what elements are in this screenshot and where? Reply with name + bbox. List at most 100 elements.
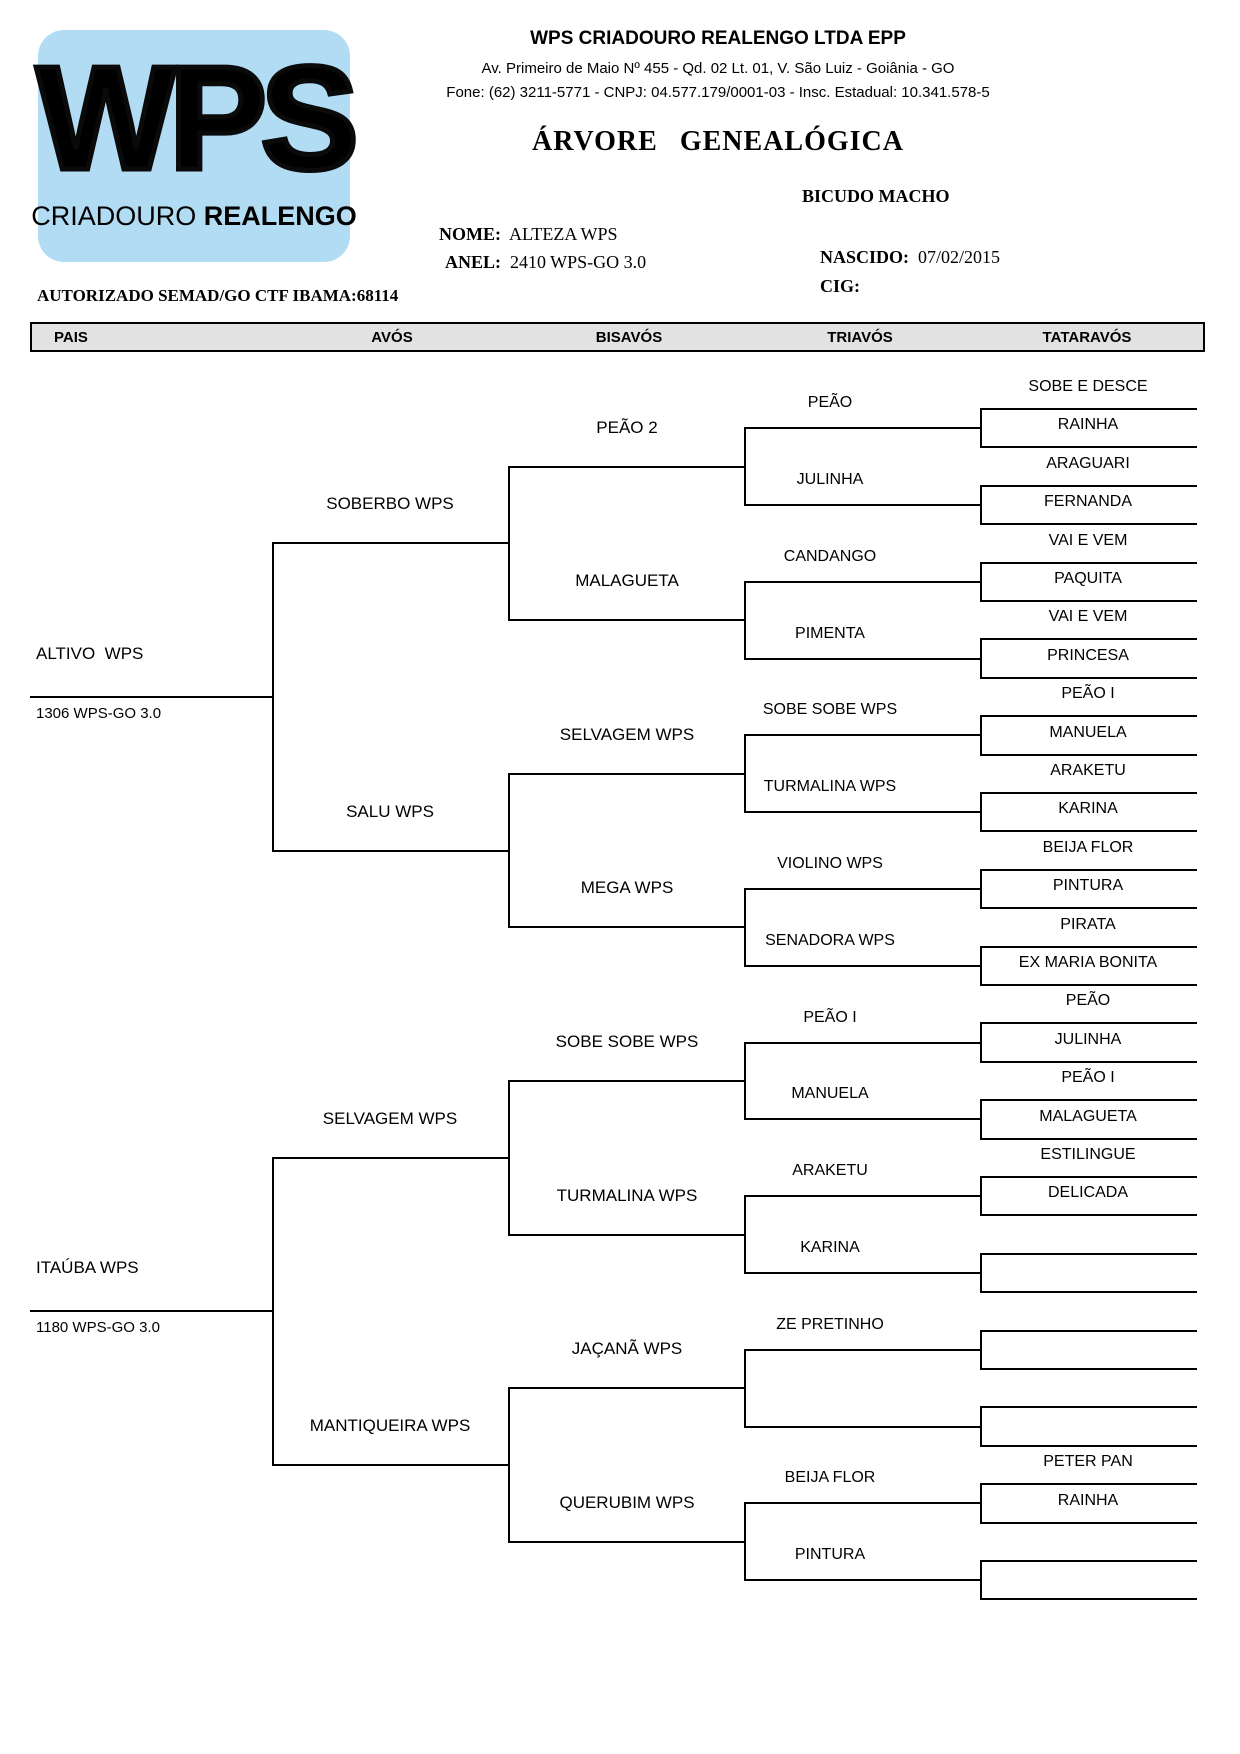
pedigree-bracket-line: [744, 1348, 746, 1428]
pedigree-name: SENADORA WPS: [765, 931, 895, 949]
pedigree-shelf-line: [508, 1080, 744, 1082]
pedigree-shelf-line: [744, 888, 980, 890]
pedigree-bracket-line: [980, 868, 982, 910]
company-contact: Fone: (62) 3211-5771 - CNPJ: 04.577.179/…: [446, 84, 990, 101]
pedigree-name: PIRATA: [1060, 915, 1116, 933]
pedigree-shelf-line: [980, 907, 1197, 910]
pedigree-shelf-line: [980, 715, 1197, 718]
pedigree-name: JULINHA: [1054, 1030, 1122, 1048]
pedigree-shelf-line: [744, 1425, 980, 1428]
pedigree-name: TURMALINA WPS: [556, 1185, 698, 1205]
authorization-note: AUTORIZADO SEMAD/GO CTF IBAMA:68114: [37, 286, 399, 305]
pedigree-bracket-line: [980, 1483, 982, 1524]
field-anel: ANEL: 2410 WPS-GO 3.0: [393, 231, 646, 294]
pedigree-name: PRINCESA: [1047, 646, 1129, 664]
pedigree-shelf-line: [980, 945, 1197, 948]
pedigree-name: PEÃO I: [1061, 1069, 1115, 1087]
pedigree-name: KARINA: [1058, 800, 1118, 818]
pedigree-name: ARAKETU: [792, 1162, 868, 1180]
pedigree-name: SELVAGEM WPS: [322, 1108, 458, 1128]
pedigree-shelf-line: [980, 1598, 1197, 1601]
pedigree-name: PIMENTA: [795, 624, 865, 642]
pedigree-name: SOBE E DESCE: [1028, 378, 1148, 395]
pedigree-bracket-line: [980, 715, 982, 756]
pedigree-bracket-line: [980, 408, 982, 449]
pedigree-name: BEIJA FLOR: [784, 1469, 876, 1487]
pedigree-name: VIOLINO WPS: [777, 855, 883, 872]
pedigree-name: JAÇANÃ WPS: [571, 1339, 683, 1359]
pedigree-name: MANTIQUEIRA WPS: [309, 1416, 471, 1435]
pedigree-shelf-line: [980, 408, 1197, 410]
pedigree-shelf-line: [980, 676, 1197, 679]
pedigree-shelf-line: [30, 696, 272, 698]
pedigree-name: FERNANDA: [1043, 493, 1133, 511]
pedigree-shelf-line: [980, 1252, 1197, 1255]
pedigree-bracket-line: [980, 1099, 982, 1140]
company-address: Av. Primeiro de Maio Nº 455 - Qd. 02 Lt.…: [481, 60, 955, 77]
pedigree-name: KARINA: [800, 1239, 860, 1256]
pedigree-name: ALTIVO WPS: [36, 644, 144, 663]
pedigree-shelf-line: [980, 484, 1197, 487]
pedigree-shelf-line: [272, 542, 508, 545]
pedigree-name: MEGA WPS: [580, 878, 674, 898]
logo-acronym: WPS: [33, 36, 361, 201]
pedigree-bracket-line: [508, 772, 510, 929]
pedigree-shelf-line: [744, 1348, 980, 1351]
pedigree-shelf-line: [980, 1483, 1197, 1486]
pedigree-shelf-line: [744, 1118, 980, 1121]
pedigree-name: DELICADA: [1047, 1184, 1129, 1202]
column-header-pais: PAIS: [54, 329, 88, 346]
column-header-triavos: TRIAVÓS: [827, 329, 893, 346]
pedigree-bracket-line: [508, 1080, 510, 1236]
pedigree-shelf-line: [980, 868, 1197, 871]
pedigree-shelf-line: [980, 792, 1197, 794]
pedigree-shelf-line: [744, 1272, 980, 1274]
pedigree-name: VAI E VEM: [1048, 608, 1128, 626]
pedigree-bracket-line: [980, 1329, 982, 1370]
pedigree-name: ARAKETU: [1050, 762, 1126, 779]
anel-label: ANEL:: [444, 252, 501, 272]
pedigree-bracket-line: [508, 465, 510, 622]
pedigree-bracket-line: [980, 1252, 982, 1294]
pedigree-name: PEÃO 2: [596, 417, 658, 437]
pedigree-shelf-line: [744, 734, 980, 737]
pedigree-bracket-line: [272, 1156, 274, 1466]
pedigree-bracket-line: [980, 945, 982, 986]
pedigree-shelf-line: [980, 1521, 1197, 1524]
pedigree-name: SOBE SOBE WPS: [762, 701, 898, 719]
pedigree-name: PEÃO: [807, 394, 853, 412]
pedigree-shelf-line: [980, 753, 1197, 756]
pedigree-name: PINTURA: [794, 1546, 866, 1564]
column-header-tataravos: TATARAVÓS: [1042, 329, 1132, 346]
pedigree-shelf-line: [980, 1022, 1197, 1025]
pedigree-shelf-line: [980, 984, 1197, 986]
pedigree-shelf-line: [744, 811, 980, 814]
pedigree-name: CANDANGO: [783, 547, 877, 565]
pedigree-bracket-line: [744, 1195, 746, 1274]
nome-value: ALTEZA WPS: [509, 224, 618, 244]
pedigree-name: MANUELA: [1049, 723, 1127, 741]
pedigree-name: ARAGUARI: [1046, 454, 1130, 472]
pedigree-bracket-line: [744, 1041, 746, 1121]
pedigree-shelf-line: [980, 1099, 1197, 1102]
pedigree-bracket-line: [980, 1022, 982, 1063]
pedigree-name: PAQUITA: [1054, 570, 1122, 587]
pedigree-shelf-line: [744, 580, 980, 583]
pedigree-shelf-line: [508, 1233, 744, 1236]
anel-value: 2410 WPS-GO 3.0: [510, 252, 647, 272]
pedigree-name: PETER PAN: [1043, 1453, 1133, 1471]
pedigree-shelf-line: [980, 1368, 1197, 1370]
pedigree-name: ZE PRETINHO: [776, 1315, 884, 1333]
page-title: ÁRVORE GENEALÓGICA: [532, 126, 904, 157]
species-label: BICUDO MACHO: [802, 186, 950, 206]
pedigree-name: BEIJA FLOR: [1042, 838, 1134, 856]
ring-number: 1180 WPS-GO 3.0: [36, 1319, 160, 1337]
pedigree-name: TURMALINA WPS: [763, 778, 897, 796]
pedigree-bracket-line: [744, 580, 746, 660]
pedigree-name: MALAGUETA: [575, 571, 679, 591]
pedigree-name: SOBERBO WPS: [326, 494, 454, 514]
pedigree-shelf-line: [980, 1176, 1197, 1178]
pedigree-name: PEÃO I: [1061, 685, 1115, 703]
pedigree-shelf-line: [980, 1329, 1197, 1332]
